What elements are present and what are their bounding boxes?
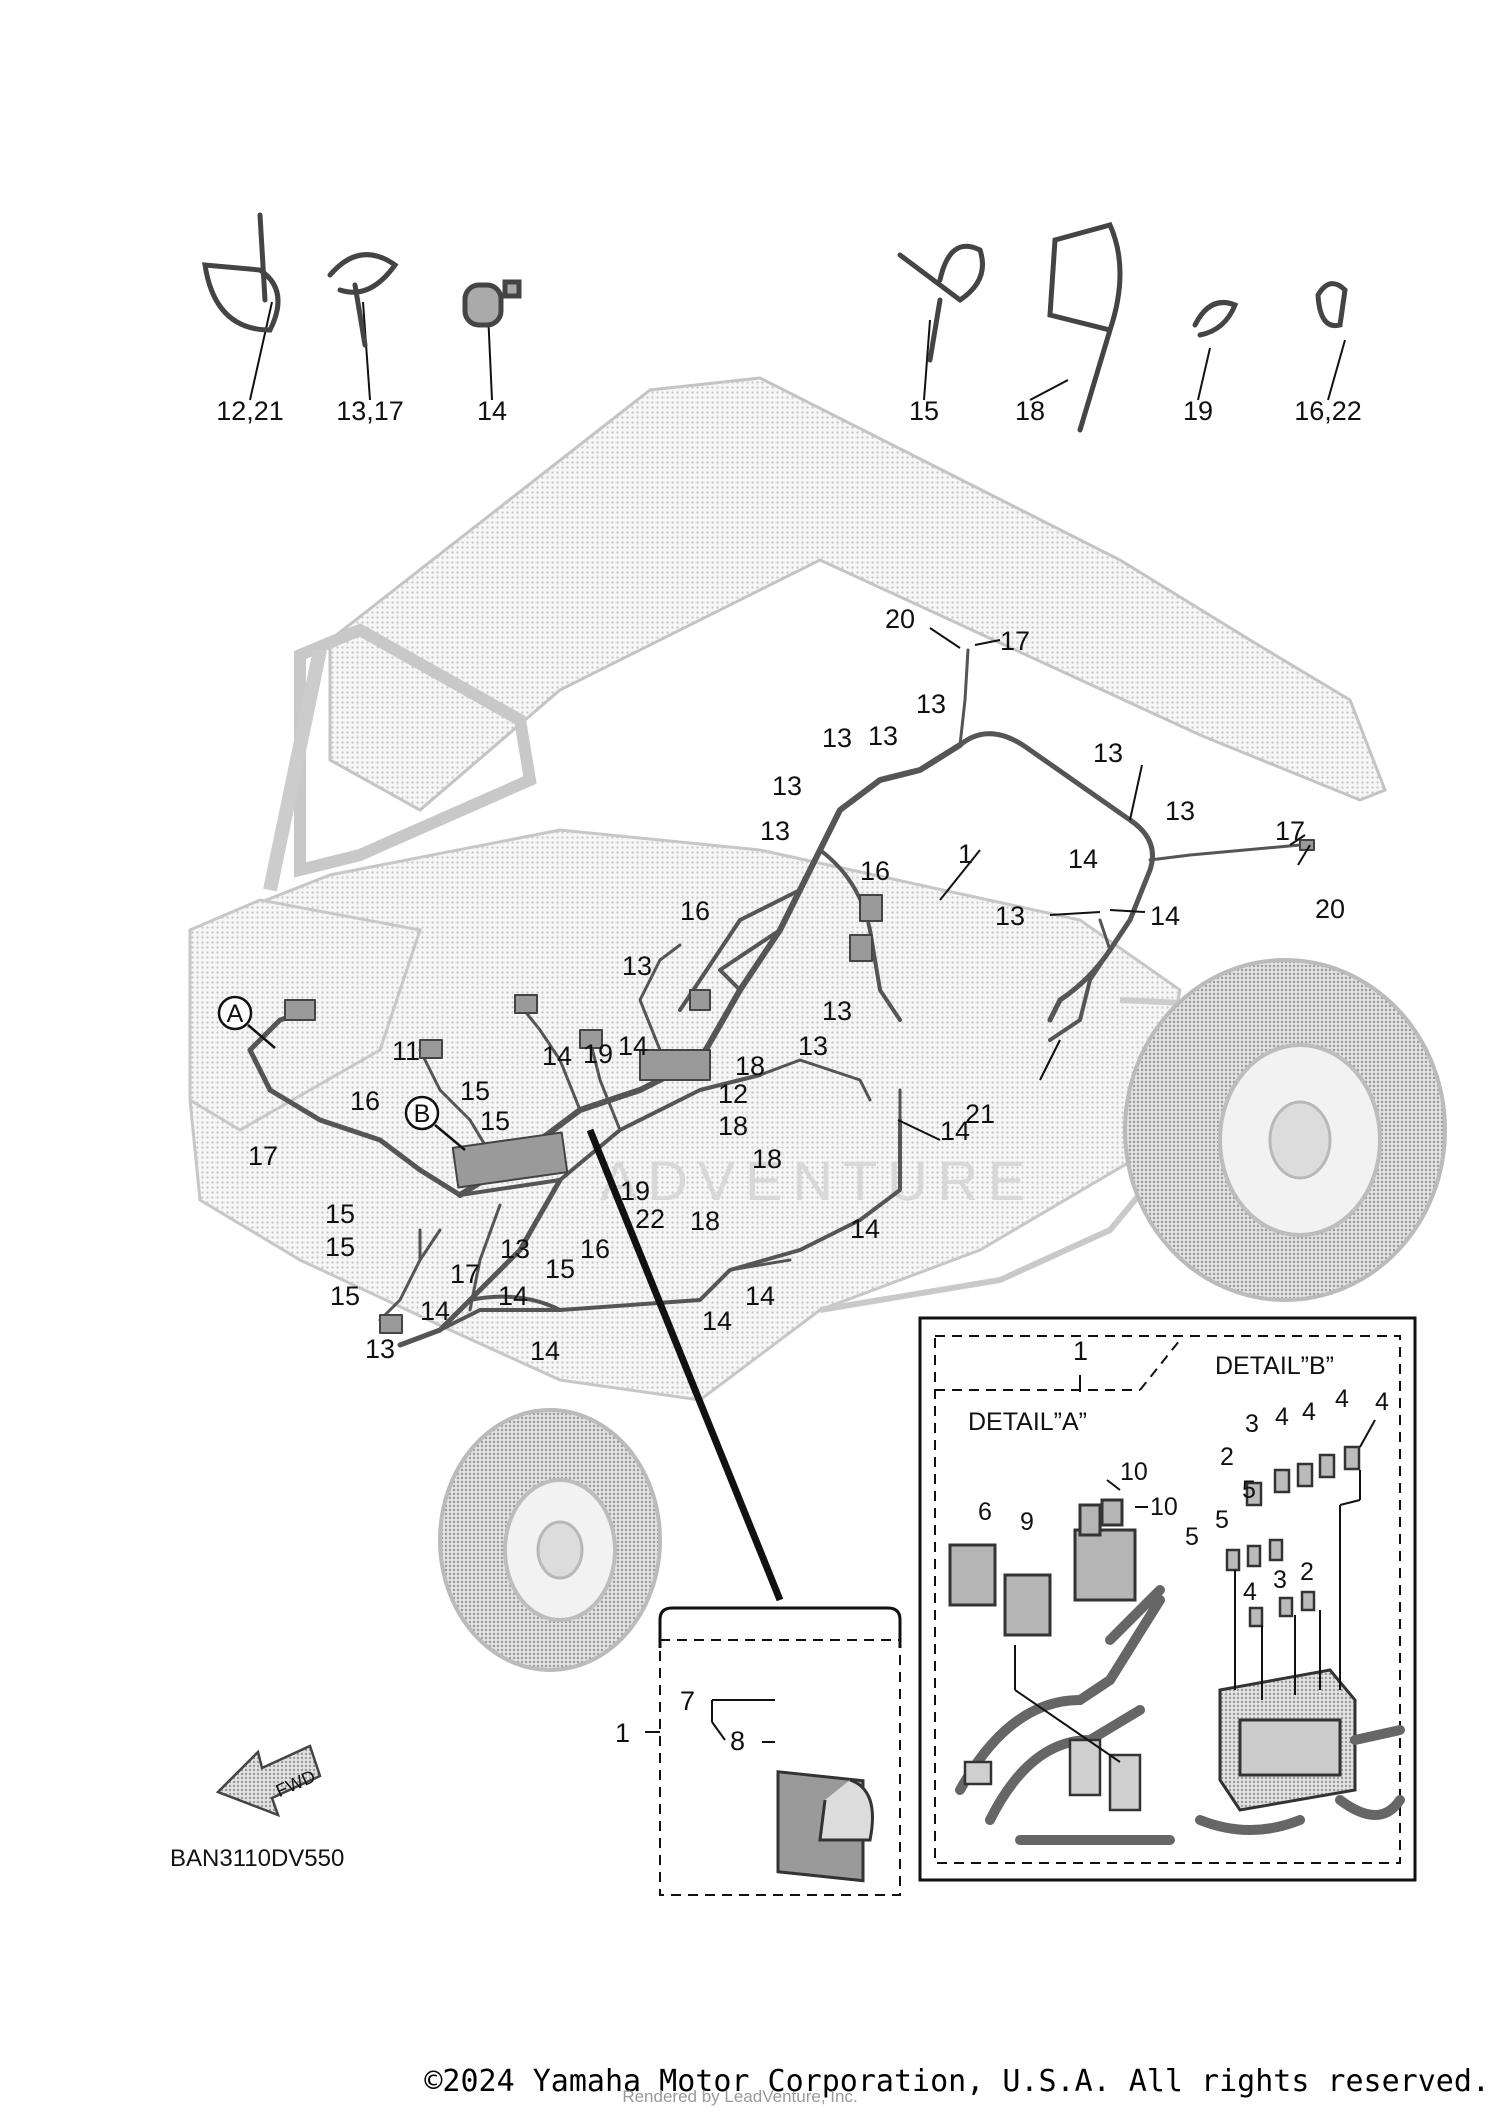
fastener-label: 19 [1183,396,1213,426]
callout-label: 19 [583,1039,613,1069]
callout-label: 13 [916,689,946,719]
detail-b-label: 2 [1220,1443,1234,1471]
detail-b-label: 4 [1375,1388,1389,1416]
callout-label: 16 [860,856,890,886]
detail-b-label: 3 [1273,1566,1287,1594]
callout-label: 13 [1165,796,1195,826]
detail-a-title: DETAIL”A” [968,1408,1087,1436]
inset-callout-1: 1 [615,1718,630,1748]
fwd-arrow: FWD [215,1744,322,1818]
callout-label: 14 [940,1116,970,1146]
callout-label: 14 [745,1281,775,1311]
fastener-icons [202,212,1348,433]
callout-label: 14 [498,1281,528,1311]
callout-label: 18 [718,1111,748,1141]
detail-a-label: 10 [1150,1493,1178,1521]
callout-label: 14 [618,1031,648,1061]
detail-b-label: 5 [1215,1506,1229,1534]
diagram-code: BAN3110DV550 [170,1845,344,1872]
callout-label: 13 [772,771,802,801]
callout-label: 13 [995,901,1025,931]
front-wheel [438,1408,662,1672]
inset-callout-7: 7 [680,1686,695,1716]
rear-wheel [1123,958,1447,1302]
callout-label: 17 [450,1259,480,1289]
callout-label: 13 [365,1334,395,1364]
fastener-label: 13,17 [336,396,404,426]
svg-text:A: A [227,1000,244,1028]
callout-label: 14 [530,1336,560,1366]
detail-b-label: 4 [1275,1403,1289,1431]
fastener-label: 18 [1015,396,1045,426]
watermark: ADVENTURE [600,1149,1035,1212]
callout-label: 15 [325,1199,355,1229]
callout-label: 15 [325,1232,355,1262]
callout-label: 17 [248,1141,278,1171]
callout-label: 20 [1315,894,1345,924]
detail-b-label: 2 [1300,1558,1314,1586]
detail-b-label: 4 [1335,1385,1349,1413]
callout-label: 15 [330,1281,360,1311]
detail-b-label: 5 [1242,1476,1256,1504]
inset-pointer [586,1128,784,1602]
callout-label: 16 [350,1086,380,1116]
callout-label: 15 [460,1076,490,1106]
callout-label: 22 [635,1204,665,1234]
callout-label: 18 [752,1144,782,1174]
callout-label: 13 [798,1031,828,1061]
callout-label: 18 [735,1051,765,1081]
detail-b-label: 4 [1302,1398,1316,1426]
rendered-by-notice: Rendered by LeadVenture, Inc. [622,2087,857,2106]
callout-label: 17 [1275,816,1305,846]
fastener-label: 12,21 [216,396,284,426]
callout-label: 16 [680,896,710,926]
detail-b-label: 3 [1245,1410,1259,1438]
detail-marker-b: B [404,1095,466,1151]
callout-label: 13 [822,723,852,753]
callout-label: 13 [822,996,852,1026]
callout-label: 20 [885,604,915,634]
callout-label: 1 [958,839,973,869]
harness-callouts: 20 17 13 13 13 13 13 1 13 13 14 13 14 17… [248,604,1345,1366]
callout-label: 12 [718,1079,748,1109]
callout-label: 13 [500,1234,530,1264]
svg-text:B: B [414,1100,431,1128]
detail-a-label: 6 [978,1498,992,1526]
fastener-label: 15 [909,396,939,426]
callout-label: 21 [965,1099,995,1129]
detail-a-label: 10 [1120,1458,1148,1486]
callout-label: 14 [850,1214,880,1244]
detail-b-label: 4 [1243,1578,1257,1606]
callout-label: 15 [545,1254,575,1284]
callout-label: 16 [580,1234,610,1264]
inset-callout-8: 8 [730,1726,745,1756]
callout-label: 14 [542,1041,572,1071]
callout-label: 14 [420,1296,450,1326]
fastener-label: 16,22 [1294,396,1362,426]
detail-callout-1: 1 [1073,1336,1088,1366]
callout-label: 13 [868,721,898,751]
detail-b-title: DETAIL”B” [1215,1352,1334,1380]
callout-label: 14 [1068,844,1098,874]
callout-label: 14 [1150,901,1180,931]
callout-label: 13 [622,951,652,981]
callout-label: 19 [620,1176,650,1206]
fastener-label: 14 [477,396,507,426]
callout-label: 14 [702,1306,732,1336]
detail-box: 1 DETAIL”A” DETAIL”B” 6 9 10 10 [918,1316,1417,1882]
callout-label: 13 [760,816,790,846]
callout-label: 18 [690,1206,720,1236]
wire-harness [247,648,1315,1348]
detail-marker-a: A [217,995,276,1049]
detail-a-label: 9 [1020,1508,1034,1536]
relay-inset: 1 7 8 [615,1606,902,1896]
callout-label: 17 [1000,626,1030,656]
detail-b-label: 5 [1185,1523,1199,1551]
callout-label: 11 [392,1036,420,1066]
callout-label: 15 [480,1106,510,1136]
copyright-notice: ©2024 Yamaha Motor Corporation, U.S.A. A… [424,2064,1490,2099]
callout-label: 13 [1093,738,1123,768]
